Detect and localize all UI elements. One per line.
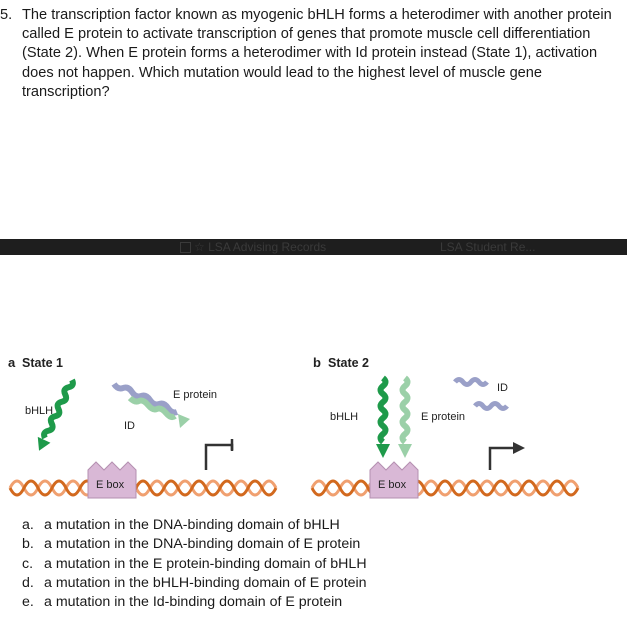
ebox-a (87, 461, 137, 499)
id-a-label: ID (124, 420, 135, 432)
eprotein-a-label: E protein (173, 389, 217, 401)
bookmark-label: LSA Student Re... (440, 240, 536, 254)
panel-a-title: State 1 (22, 356, 63, 370)
panel-b-letter: b (313, 355, 321, 370)
id-a (111, 382, 179, 416)
id-b (453, 377, 509, 411)
id-b-label: ID (497, 382, 508, 394)
ebox-a-label: E box (96, 479, 125, 491)
figure-diagram: a State 1 E box bHLH ID E protein (8, 355, 580, 499)
bookmark-lsa-advising[interactable]: ☆ LSA Advising Records (180, 239, 326, 255)
option-d[interactable]: d.a mutation in the bHLH-binding domain … (22, 574, 367, 591)
arrow-head-b (513, 442, 525, 454)
question-number: 5. (0, 7, 13, 23)
panel-a-letter: a (8, 355, 16, 370)
bhlh-a-label: bHLH (25, 405, 53, 417)
option-a[interactable]: a.a mutation in the DNA-binding domain o… (22, 517, 340, 533)
panel-b-title: State 2 (328, 356, 369, 370)
ebox-b-label: E box (378, 479, 407, 491)
option-c[interactable]: c.a mutation in the E protein-binding do… (22, 555, 367, 572)
star-icon: ☆ (194, 240, 209, 254)
checkbox-icon (180, 242, 191, 254)
bhlh-b (376, 375, 390, 458)
browser-bookmarks-bar: ☆ LSA Advising Records LSA Student Re... (0, 239, 627, 255)
figure: a State 1 E box bHLH ID E protein (0, 340, 627, 510)
dna-a (8, 479, 278, 497)
option-b[interactable]: b.a mutation in the DNA-binding domain o… (22, 536, 361, 553)
bookmark-lsa-student[interactable]: LSA Student Re... (440, 239, 535, 255)
option-e[interactable]: e.a mutation in the Id-binding domain of… (22, 594, 343, 611)
bookmark-label: LSA Advising Records (208, 240, 327, 254)
bhlh-b-label: bHLH (330, 411, 358, 423)
eprotein-a (127, 395, 190, 428)
active-transcription-b (488, 446, 515, 470)
dna-b (310, 479, 580, 497)
answer-options: a.a mutation in the DNA-binding domain o… (22, 516, 367, 612)
eprotein-b (398, 375, 412, 458)
question-text: The transcription factor known as myogen… (22, 7, 612, 100)
ebox-b (369, 461, 419, 499)
blocked-transcription-a (204, 443, 234, 470)
eprotein-b-label: E protein (421, 411, 465, 423)
bhlh-a (37, 378, 76, 451)
